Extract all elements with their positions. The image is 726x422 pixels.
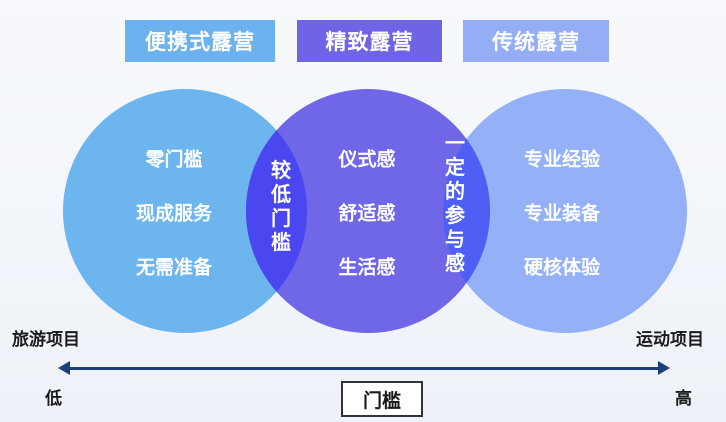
- axis-line: [68, 367, 660, 370]
- left-overlap-char: 门: [271, 206, 291, 230]
- right-overlap-char: 的: [445, 179, 465, 203]
- left-item-2: 现成服务: [135, 202, 213, 225]
- right-overlap-label: 一 定 的 参 与 感: [445, 131, 465, 275]
- left-overlap-char: 槛: [271, 230, 291, 254]
- left-circle: [63, 89, 307, 333]
- right-overlap-char: 参: [445, 203, 465, 227]
- middle-item-1: 仪式感: [338, 148, 396, 171]
- axis-right-label: 运动项目: [636, 330, 704, 350]
- right-overlap-char: 与: [445, 227, 465, 251]
- axis-low-label: 低: [45, 389, 62, 409]
- middle-item-2: 舒适感: [338, 202, 396, 225]
- header-glamping: 精致露营: [297, 20, 442, 62]
- right-overlap-char: 一: [445, 131, 465, 155]
- axis-left-label: 旅游项目: [12, 330, 80, 350]
- header-portable-camping: 便携式露营: [125, 20, 275, 62]
- header-traditional-camping: 传统露营: [463, 20, 609, 62]
- middle-item-3: 生活感: [338, 256, 396, 279]
- right-item-2: 专业装备: [523, 202, 601, 225]
- left-overlap-char: 较: [271, 158, 291, 182]
- right-overlap-char: 定: [445, 155, 465, 179]
- right-circle: [443, 89, 687, 333]
- right-overlap-char: 感: [445, 251, 465, 275]
- axis-high-label: 高: [675, 389, 692, 409]
- axis-title-box: 门槛: [341, 381, 423, 417]
- right-item-3: 硬核体验: [523, 256, 601, 279]
- left-item-1: 零门槛: [145, 148, 203, 171]
- right-item-1: 专业经验: [523, 148, 601, 171]
- left-overlap-label: 较 低 门 槛: [271, 158, 291, 254]
- left-item-3: 无需准备: [135, 256, 213, 279]
- left-overlap-char: 低: [271, 182, 291, 206]
- axis-arrow-right-icon: [658, 361, 670, 375]
- axis-arrow-left-icon: [58, 361, 70, 375]
- middle-circle: [246, 89, 490, 333]
